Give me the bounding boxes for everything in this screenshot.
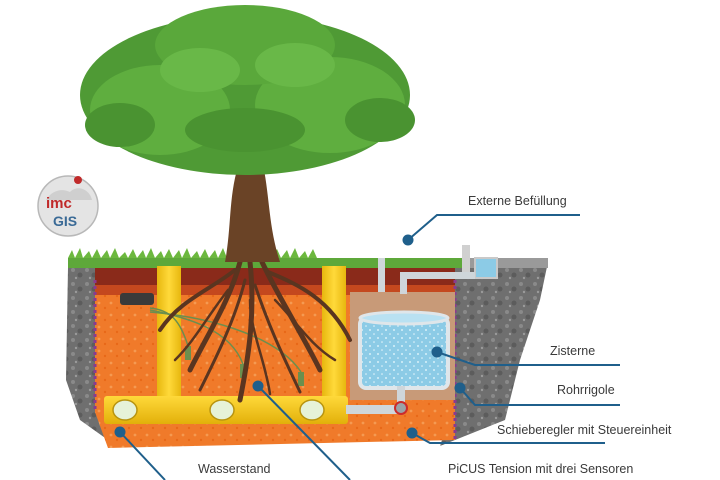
label-markers (114, 234, 466, 439)
marker-wasserstand (114, 426, 126, 438)
label-wasserstand: Wasserstand (198, 462, 271, 476)
label-zisterne: Zisterne (550, 344, 596, 358)
label-picus: PiCUS Tension mit drei Sensoren (448, 462, 634, 476)
marker-externe-befuellung (402, 234, 414, 246)
label-schieberegler: Schieberegler mit Steuereinheit (497, 423, 672, 437)
leader-lines (119, 214, 620, 480)
cistern (358, 310, 450, 390)
logo-line2: GIS (53, 213, 77, 229)
vertical-pipes (157, 266, 346, 416)
grass (68, 248, 548, 268)
marker-zisterne (431, 346, 443, 358)
label-rohrrigole: Rohrrigole (557, 383, 615, 397)
imc-gis-logo: imc GIS (37, 175, 99, 237)
marker-picus (252, 380, 264, 392)
tree-canopy (80, 5, 415, 175)
tree-roots (158, 259, 352, 403)
marker-rohrrigole (454, 382, 466, 394)
marker-schieberegler (406, 427, 418, 439)
label-externe-befuellung: Externe Befüllung (468, 194, 567, 208)
external-filling-pipe (378, 245, 498, 294)
logo-line1: imc (46, 195, 72, 212)
surrounding-rock (66, 262, 548, 446)
